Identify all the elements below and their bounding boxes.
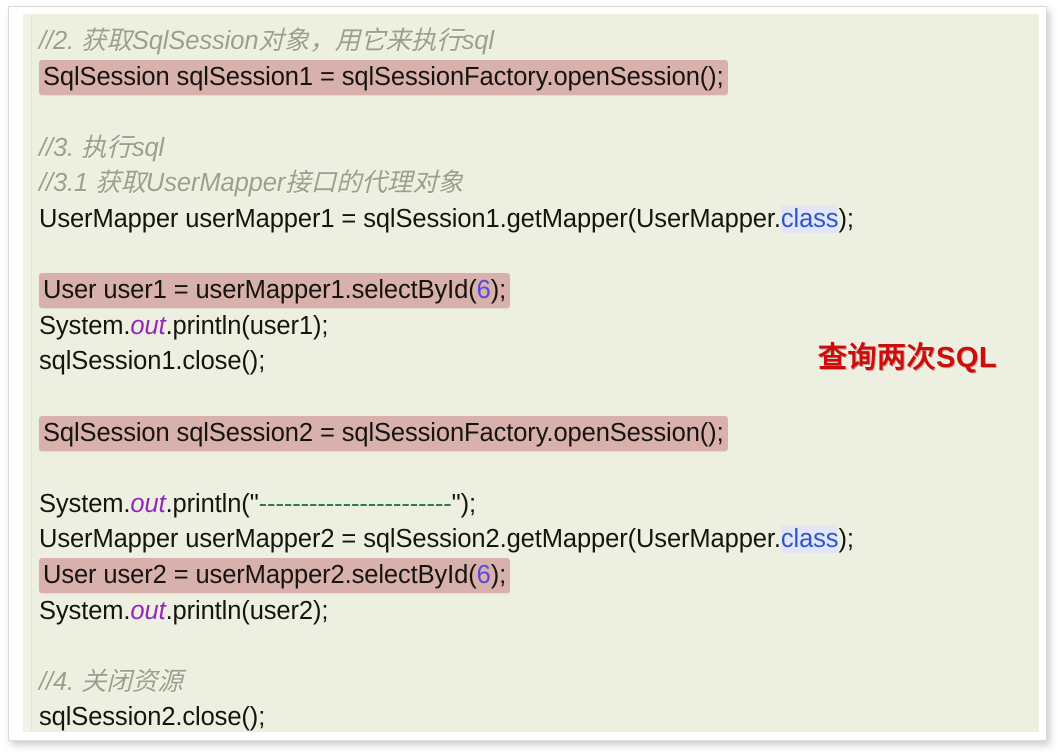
code-plain: .println(user1);: [165, 311, 329, 340]
code-plain: SqlSession sqlSession1 = sqlSessionFacto…: [43, 62, 724, 91]
annotation-query-twice-sql: 查询两次SQL: [818, 342, 998, 374]
code-line[interactable]: SqlSession sqlSession2 = sqlSessionFacto…: [39, 415, 1035, 452]
code-line-blank[interactable]: [39, 238, 1035, 274]
code-line[interactable]: sqlSession2.close();: [39, 700, 1035, 732]
code-plain: sqlSession2.close();: [39, 703, 266, 732]
keyword-token: class: [780, 204, 839, 233]
code-line[interactable]: System.out.println("--------------------…: [39, 487, 1035, 523]
code-line-blank[interactable]: [39, 629, 1035, 665]
code-statement: System.out.println("--------------------…: [39, 490, 476, 518]
code-plain: UserMapper userMapper1 = sqlSession1.get…: [39, 204, 781, 233]
code-plain: .println(": [165, 489, 259, 518]
code-line-blank[interactable]: [39, 380, 1035, 416]
code-line[interactable]: //2. 获取SqlSession对象，用它来执行sql: [39, 24, 1035, 60]
highlighted-code: User user1 = userMapper1.selectById(6);: [39, 273, 511, 309]
code-line[interactable]: //3.1 获取UserMapper接口的代理对象: [39, 166, 1035, 202]
number-token: 6: [476, 560, 491, 589]
code-plain: .println(user2);: [165, 596, 329, 625]
code-plain: );: [490, 560, 507, 589]
code-statement: sqlSession1.close();: [39, 347, 265, 375]
code-plain: );: [490, 276, 507, 305]
code-comment: //3. 执行sql: [39, 133, 165, 162]
code-plain: ");: [451, 489, 477, 518]
code-statement: UserMapper userMapper1 = sqlSession1.get…: [39, 204, 854, 233]
code-line[interactable]: System.out.println(user1);: [39, 309, 1035, 345]
code-plain: System.: [39, 311, 131, 340]
code-statement: System.out.println(user1);: [39, 312, 328, 340]
code-plain: User user1 = userMapper1.selectById(: [43, 276, 477, 305]
code-plain: SqlSession sqlSession2 = sqlSessionFacto…: [43, 418, 724, 447]
code-comment: //3.1 获取UserMapper接口的代理对象: [39, 169, 464, 198]
code-plain: );: [838, 204, 854, 233]
code-line[interactable]: UserMapper userMapper2 = sqlSession2.get…: [39, 522, 1035, 558]
code-line[interactable]: SqlSession sqlSession1 = sqlSessionFacto…: [39, 59, 1035, 96]
code-statement: System.out.println(user2);: [39, 597, 328, 625]
number-token: 6: [476, 276, 491, 305]
field-token: out: [130, 596, 166, 625]
code-statement: sqlSession2.close();: [39, 703, 265, 731]
keyword-token: class: [780, 525, 839, 554]
code-plain: System.: [39, 596, 131, 625]
code-plain: UserMapper userMapper2 = sqlSession2.get…: [39, 525, 781, 554]
code-comment: //4. 关闭资源: [39, 667, 183, 696]
string-token: -----------------------: [258, 489, 452, 518]
code-plain: User user2 = userMapper2.selectById(: [43, 560, 477, 589]
code-line-blank[interactable]: [39, 451, 1035, 487]
code-line[interactable]: User user2 = userMapper2.selectById(6);: [39, 557, 1035, 594]
highlighted-code: User user2 = userMapper2.selectById(6);: [39, 557, 511, 593]
code-plain: sqlSession1.close();: [39, 347, 266, 376]
code-line[interactable]: User user1 = userMapper1.selectById(6);: [39, 273, 1035, 309]
editor-gutter: [23, 14, 32, 732]
code-line[interactable]: UserMapper userMapper1 = sqlSession1.get…: [39, 202, 1035, 238]
code-line[interactable]: //4. 关闭资源: [39, 665, 1035, 701]
code-statement: UserMapper userMapper2 = sqlSession2.get…: [39, 525, 854, 554]
code-line[interactable]: //3. 执行sql: [39, 131, 1035, 167]
code-line[interactable]: System.out.println(user2);: [39, 594, 1035, 630]
highlighted-code: SqlSession sqlSession1 = sqlSessionFacto…: [39, 59, 728, 95]
field-token: out: [130, 311, 166, 340]
field-token: out: [130, 489, 166, 518]
code-plain: System.: [39, 489, 131, 518]
code-line-blank[interactable]: [39, 95, 1035, 131]
highlighted-code: SqlSession sqlSession2 = sqlSessionFacto…: [39, 415, 728, 451]
code-plain: );: [838, 525, 854, 554]
code-comment: //2. 获取SqlSession对象，用它来执行sql: [39, 27, 494, 55]
code-line[interactable]: sqlSession1.close();: [39, 344, 1035, 380]
